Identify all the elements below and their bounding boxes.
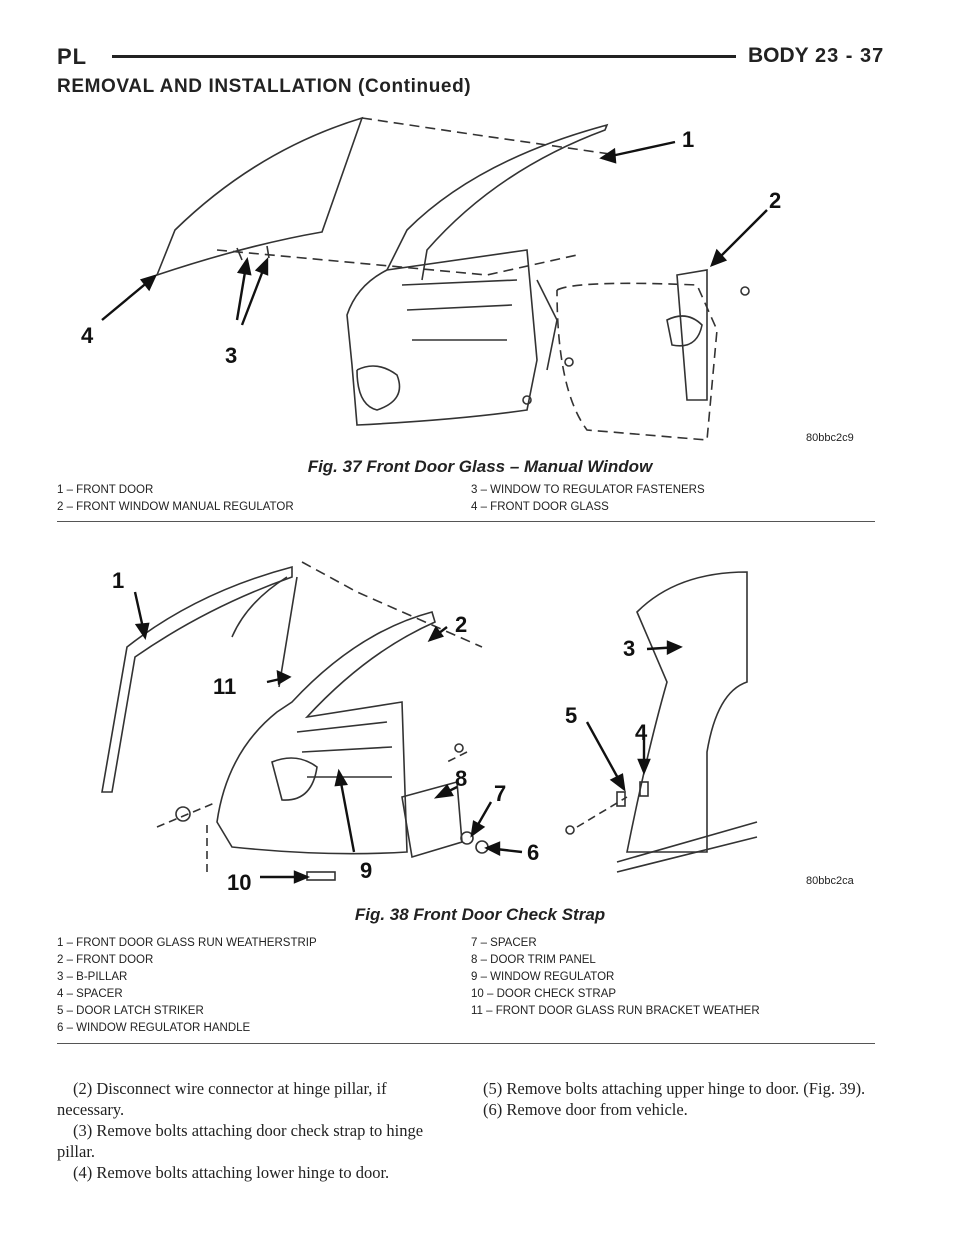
fig38-legend-left: 1 – FRONT DOOR GLASS RUN WEATHERSTRIP 2 … [57, 935, 317, 1037]
fig38-callout-6: 6 [527, 840, 539, 865]
fig37-caption: Fig. 37 Front Door Glass – Manual Window [307, 457, 653, 476]
fig37-legend-right: 3 – WINDOW TO REGULATOR FASTENERS 4 – FR… [471, 482, 705, 516]
door-body [346, 249, 538, 426]
header-left-code: PL [57, 44, 88, 69]
legend-item: 8 – DOOR TRIM PANEL [471, 954, 596, 966]
legend-item: 1 – FRONT DOOR [57, 484, 154, 496]
fig38-callout-5: 5 [565, 703, 577, 728]
fig38-legend-right: 7 – SPACER 8 – DOOR TRIM PANEL 9 – WINDO… [471, 935, 760, 1020]
fig38-callout-10: 10 [227, 870, 251, 890]
legend-item: 2 – FRONT DOOR [57, 954, 154, 966]
page-number: 23 - 37 [815, 45, 885, 67]
door-frame-upper [386, 123, 609, 281]
fig38-code: 80bbc2ca [806, 875, 854, 887]
fig38-callout-7: 7 [494, 781, 506, 806]
fig38-illustration: 1 2 3 4 5 6 7 8 9 10 11 [101, 561, 758, 890]
fig37-callout-2: 2 [769, 188, 781, 213]
fig37-illustration: 1 2 3 4 [81, 116, 781, 441]
legend-item: 4 – FRONT DOOR GLASS [471, 501, 609, 513]
step-2: (2) Disconnect wire connector at hinge p… [57, 1079, 387, 1119]
legend-item: 6 – WINDOW REGULATOR HANDLE [57, 1022, 251, 1034]
legend-item: 7 – SPACER [471, 937, 537, 949]
legend-item: 9 – WINDOW REGULATOR [471, 971, 615, 983]
fig38-divider [57, 1043, 875, 1044]
fig37-callout-1: 1 [682, 127, 694, 152]
door-trim-panel [401, 780, 463, 859]
legend-item: 1 – FRONT DOOR GLASS RUN WEATHERSTRIP [57, 937, 317, 949]
step-5: (5) Remove bolts attaching upper hinge t… [483, 1079, 866, 1098]
b-pillar [626, 571, 748, 853]
fig38-callout-1: 1 [112, 568, 124, 593]
fig38-callout-4: 4 [635, 720, 648, 745]
fig37-callout-4: 4 [81, 323, 94, 348]
window-regulator [676, 269, 708, 401]
legend-item: 3 – B-PILLAR [57, 971, 128, 983]
body-left-column: (2) Disconnect wire connector at hinge p… [57, 1078, 457, 1183]
glass-run-weatherstrip [101, 565, 293, 793]
fig37-code: 80bbc2c9 [806, 432, 854, 444]
fig37-callout-3: 3 [225, 343, 237, 368]
fig38-callout-9: 9 [360, 858, 372, 883]
header-section: BODY [748, 44, 809, 67]
legend-item: 11 – FRONT DOOR GLASS RUN BRACKET WEATHE… [471, 1005, 760, 1017]
step-4: (4) Remove bolts attaching lower hinge t… [73, 1163, 390, 1182]
fig37-divider [57, 521, 875, 522]
step-6: (6) Remove door from vehicle. [483, 1100, 688, 1119]
body-right-column: (5) Remove bolts attaching upper hinge t… [467, 1078, 875, 1120]
fig38-callout-11: 11 [213, 674, 236, 699]
header-rule [112, 55, 736, 58]
legend-item: 2 – FRONT WINDOW MANUAL REGULATOR [57, 501, 294, 513]
front-door-body [216, 611, 436, 855]
section-title: REMOVAL AND INSTALLATION (Continued) [57, 76, 472, 97]
fig38-callout-2: 2 [455, 612, 467, 637]
fig38-callout-8: 8 [455, 766, 467, 791]
legend-item: 5 – DOOR LATCH STRIKER [57, 1005, 204, 1017]
door-glass-shape [155, 116, 364, 277]
legend-item: 10 – DOOR CHECK STRAP [471, 988, 617, 1000]
fig37-legend-left: 1 – FRONT DOOR 2 – FRONT WINDOW MANUAL R… [57, 482, 294, 516]
step-3: (3) Remove bolts attaching door check st… [57, 1121, 424, 1161]
legend-item: 4 – SPACER [57, 988, 123, 1000]
fig38-caption: Fig. 38 Front Door Check Strap [354, 905, 606, 924]
legend-item: 3 – WINDOW TO REGULATOR FASTENERS [471, 484, 705, 496]
fig38-callout-3: 3 [623, 636, 635, 661]
